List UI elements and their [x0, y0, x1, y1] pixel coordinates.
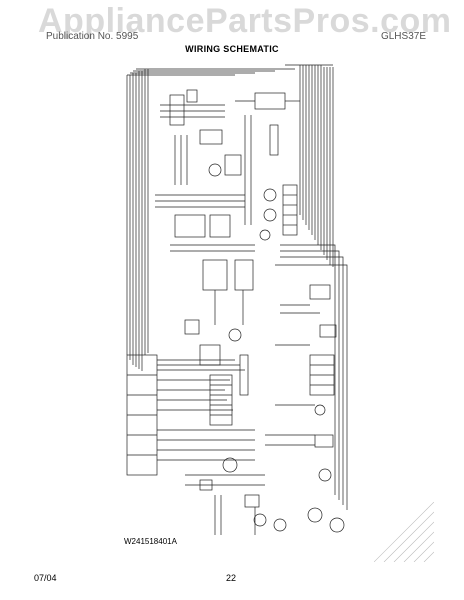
publication-caption: Publication No. 5995 — [46, 31, 139, 42]
page-header: AppliancePartsPros.com Publication No. 5… — [0, 0, 464, 54]
water-valve-group — [185, 457, 287, 535]
page-number: 22 — [226, 573, 237, 583]
ice-maker-block — [235, 92, 300, 225]
corner-hatch-mark — [374, 502, 434, 562]
wiring-schematic — [126, 64, 348, 535]
subtitle-row: Publication No. 5995 GLHS37E — [46, 31, 426, 42]
right-harness — [275, 64, 348, 510]
model-caption: GLHS37E — [380, 31, 426, 42]
footer-date: 07/04 — [34, 573, 57, 583]
fan-motor-group — [170, 184, 298, 325]
page-title: WIRING SCHEMATIC — [185, 44, 279, 54]
right-components — [265, 284, 345, 533]
drawing-number: W241518401A — [124, 537, 177, 546]
main-control-board — [126, 319, 255, 476]
left-harness — [126, 68, 295, 371]
defrost-control-cluster — [155, 89, 245, 208]
watermark-text: AppliancePartsPros.com — [38, 2, 452, 40]
